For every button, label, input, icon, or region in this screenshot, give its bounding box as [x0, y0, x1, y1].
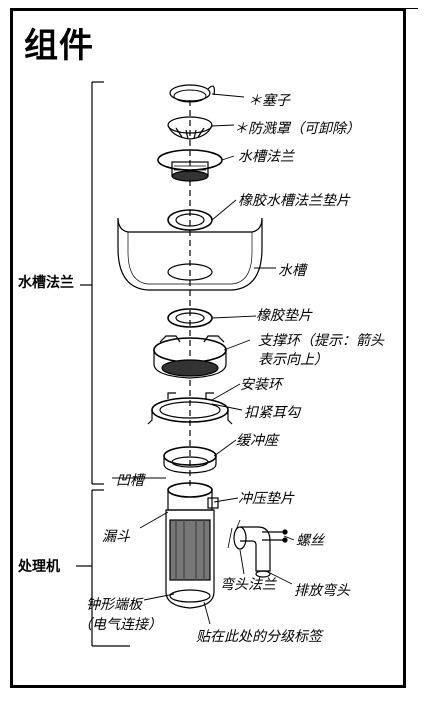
discharge-elbow-part: [227, 519, 271, 578]
screw-part: [262, 529, 288, 543]
frame-corner-mark: [406, 8, 418, 9]
cushion-mount-part: [163, 446, 217, 474]
label-bell-end-plate-line1: 钟形端板: [86, 597, 142, 613]
support-ring-part: [153, 335, 227, 379]
label-support-ring-line2: 表示向上）: [258, 352, 328, 368]
label-funnel: 漏斗: [102, 529, 130, 545]
label-discharge-elbow: 排放弯头: [294, 583, 350, 599]
sink-part: [117, 217, 263, 291]
label-elbow-flange: 弯头法兰: [220, 577, 276, 593]
sink-flange-part: [157, 149, 223, 182]
section-label-disposer: 处理机: [18, 559, 60, 575]
label-fastening-lug: 扣紧耳勾: [244, 405, 300, 421]
label-rubber-sink-flange-gasket: 橡胶水槽法兰垫片: [238, 193, 350, 209]
label-mounting-ring: 安装环: [240, 377, 282, 393]
splash-guard-part: [167, 116, 213, 140]
label-sink: 水槽: [278, 263, 306, 279]
label-rating-label: 贴在此处的分级标签: [196, 629, 322, 645]
stopper-part: [169, 84, 215, 103]
bracket-sink-flange: [80, 81, 104, 485]
leader-lines: [112, 93, 295, 625]
section-label-sink-flange: 水槽法兰: [18, 275, 74, 291]
page-title: 组件: [24, 26, 94, 66]
label-screw: 螺丝: [296, 533, 324, 549]
label-stopper: ＊塞子: [248, 93, 290, 109]
label-gasket-pad: 冲压垫片: [238, 491, 294, 507]
diagram-frame: [10, 8, 406, 688]
label-sink-flange: 水槽法兰: [238, 149, 294, 165]
label-cushion-mount: 缓冲座: [236, 433, 278, 449]
bracket-disposer: [76, 489, 130, 647]
label-splash-guard: ＊防溅罩（可卸除）: [234, 121, 360, 137]
mounting-ring-part: [147, 392, 233, 425]
label-support-ring-line1: 支撑环（提示：箭头: [258, 333, 384, 349]
label-groove: 凹槽: [116, 473, 144, 489]
label-rubber-gasket: 橡胶垫片: [256, 308, 312, 324]
disposer-body-part: [165, 482, 219, 609]
label-bell-end-plate-line2: （电气连接）: [78, 617, 162, 633]
